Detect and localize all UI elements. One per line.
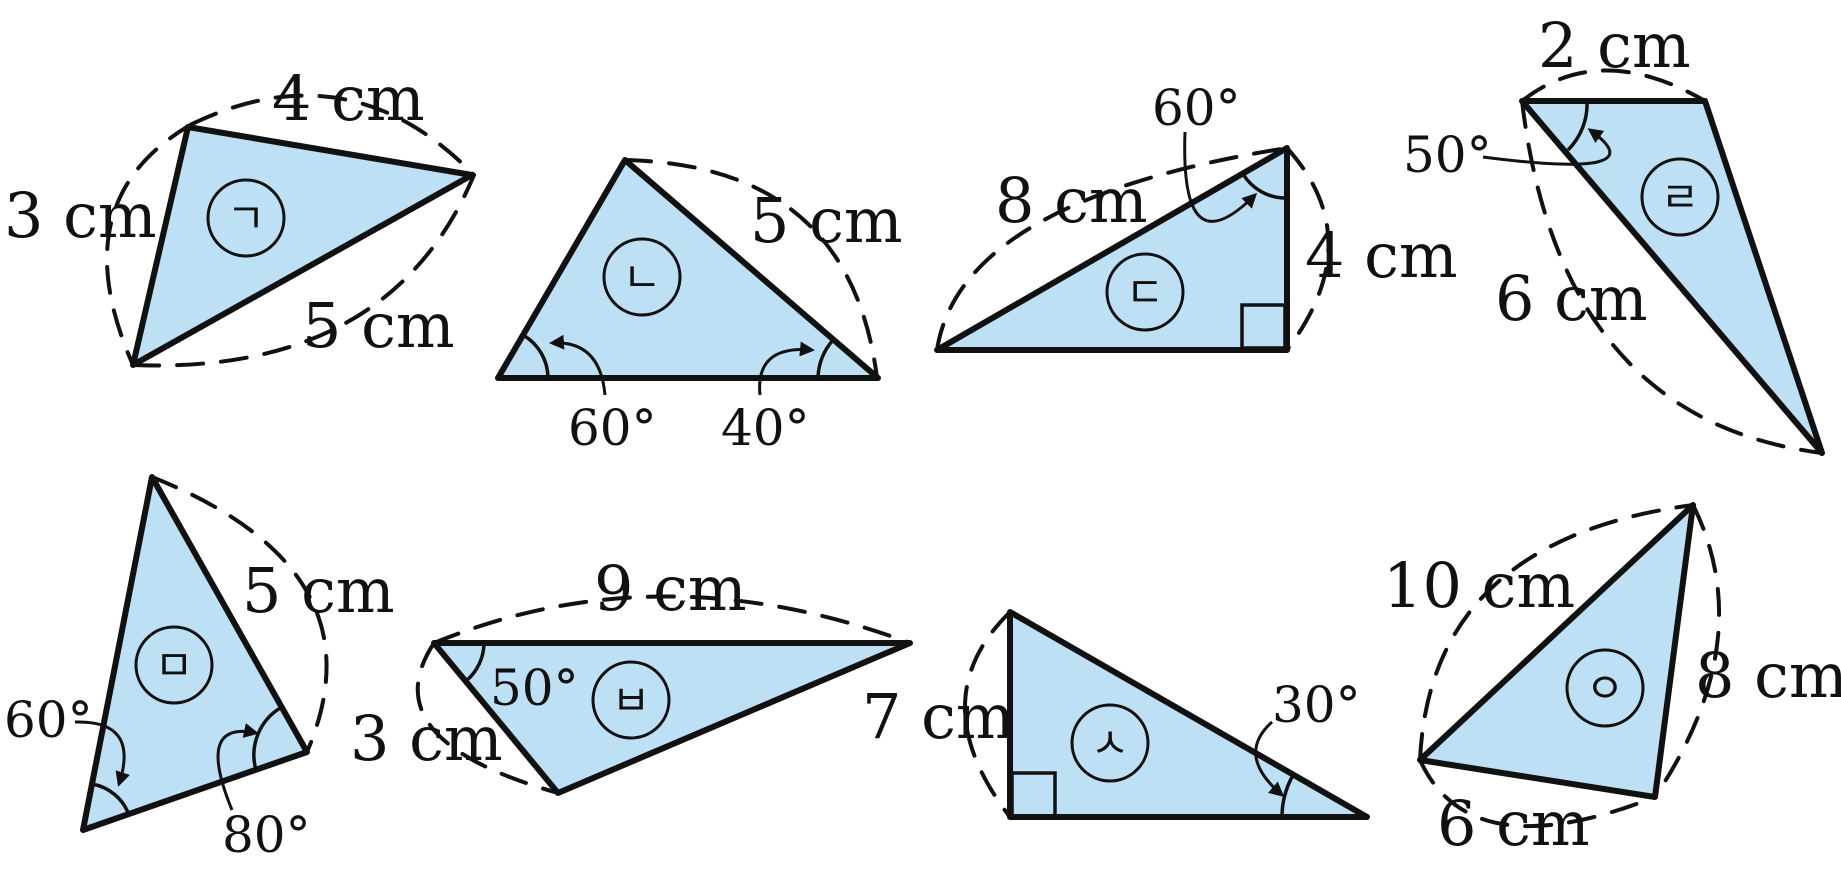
angle-arc bbox=[1241, 173, 1288, 200]
angle-arc-left bbox=[522, 333, 550, 379]
triangle-shape bbox=[934, 145, 1290, 353]
right-angle-mark bbox=[1010, 771, 1057, 818]
side-label-leg: 4 cm bbox=[1305, 219, 1458, 292]
dashed-arc-right bbox=[1653, 503, 1722, 799]
dashed-arc-leg bbox=[1285, 146, 1331, 352]
triangle-shape bbox=[1519, 98, 1825, 456]
side-label-top: 9 cm bbox=[594, 552, 747, 625]
triangle-id-label: ㄴ bbox=[623, 253, 662, 302]
angle-label: 50° bbox=[1403, 126, 1492, 184]
id-circle bbox=[1070, 703, 1150, 783]
triangle-shape bbox=[1007, 609, 1370, 820]
angle-leader bbox=[1183, 131, 1258, 223]
id-circle bbox=[1105, 252, 1185, 332]
side-label-side: 3 cm bbox=[350, 702, 503, 775]
angle-leader-left bbox=[74, 720, 130, 787]
angle-leader-right bbox=[216, 723, 259, 811]
id-circle bbox=[1565, 648, 1645, 728]
id-circle bbox=[206, 178, 286, 258]
dashed-arc-side bbox=[415, 641, 560, 795]
triangle-mieum: ㅁ 5 cm 60° 80° bbox=[4, 474, 395, 864]
angle-label: 30° bbox=[1272, 676, 1361, 734]
side-label-top: 4 cm bbox=[272, 62, 425, 135]
id-circle bbox=[602, 237, 682, 317]
side-label-hypotenuse: 8 cm bbox=[995, 164, 1148, 237]
angle-arc bbox=[1566, 100, 1589, 152]
side-label-right: 5 cm bbox=[750, 184, 903, 257]
id-circle bbox=[1640, 157, 1720, 237]
dashed-arc-leg bbox=[963, 610, 1012, 819]
triangle-rieul: ㄹ 2 cm 6 cm 50° bbox=[1403, 9, 1825, 456]
side-label-side: 6 cm bbox=[1495, 262, 1648, 335]
triangle-id-label: ㅂ bbox=[612, 676, 651, 725]
triangle-shape bbox=[130, 124, 475, 368]
side-label-leg: 7 cm bbox=[862, 680, 1015, 753]
triangle-ieung: ㅇ 10 cm 8 cm 6 cm bbox=[1383, 502, 1841, 860]
angle-label-left: 60° bbox=[568, 399, 657, 457]
dashed-arc-right bbox=[150, 475, 329, 754]
triangle-bieup: ㅂ 9 cm 3 cm 50° bbox=[350, 552, 913, 796]
dashed-arc-bottom bbox=[1418, 758, 1657, 829]
triangle-id-label: ㅇ bbox=[1586, 664, 1625, 713]
angle-leader bbox=[1254, 720, 1285, 797]
dashed-arc-bottom bbox=[131, 173, 476, 368]
triangle-shape bbox=[495, 157, 881, 381]
dashed-arc-top bbox=[190, 93, 476, 177]
angle-label: 60° bbox=[1152, 79, 1241, 137]
triangle-shape bbox=[1417, 502, 1696, 800]
dashed-arc-top bbox=[432, 594, 912, 645]
triangle-shape bbox=[431, 640, 913, 796]
angle-label-left: 60° bbox=[4, 691, 93, 749]
angle-leader bbox=[1482, 128, 1612, 166]
angle-arc-right bbox=[816, 338, 835, 379]
angle-arc bbox=[1280, 776, 1294, 818]
triangle-id-label: ㄱ bbox=[227, 194, 266, 243]
triangle-giyeok: ㄱ 4 cm 3 cm 5 cm bbox=[4, 62, 476, 368]
side-label-bottom: 6 cm bbox=[1437, 787, 1590, 860]
angle-label-right: 40° bbox=[721, 399, 810, 457]
triangle-nieun: ㄴ 5 cm 60° 40° bbox=[495, 157, 903, 457]
triangle-id-label: ㄷ bbox=[1126, 268, 1165, 317]
dashed-arc-left bbox=[105, 122, 194, 367]
triangle-id-label: ㄹ bbox=[1661, 173, 1700, 222]
angle-leader-left bbox=[549, 334, 607, 396]
id-circle bbox=[591, 660, 671, 740]
side-label-hypotenuse: 10 cm bbox=[1383, 549, 1575, 622]
angle-arc bbox=[464, 642, 486, 683]
dashed-arc-hypotenuse bbox=[1418, 503, 1695, 762]
triangle-shape bbox=[80, 474, 310, 833]
triangle-id-label: ㅁ bbox=[155, 641, 194, 690]
id-circle bbox=[134, 625, 214, 705]
side-label-right: 8 cm bbox=[1695, 639, 1841, 712]
right-angle-mark bbox=[1240, 303, 1287, 350]
triangle-siot: ㅅ 7 cm 30° bbox=[862, 609, 1370, 820]
side-label-left: 3 cm bbox=[4, 179, 157, 252]
side-label-right: 5 cm bbox=[242, 554, 395, 627]
dashed-arc-top bbox=[1520, 68, 1707, 103]
angle-arc-left bbox=[91, 782, 131, 816]
angle-label: 50° bbox=[490, 659, 579, 717]
dashed-arc-right bbox=[623, 158, 879, 380]
angle-label-right: 80° bbox=[222, 806, 311, 864]
side-label-top: 2 cm bbox=[1538, 9, 1691, 82]
angle-leader-right bbox=[758, 341, 815, 396]
triangle-digeut: ㄷ 8 cm 4 cm 60° bbox=[934, 79, 1458, 353]
side-label-bottom: 5 cm bbox=[302, 289, 455, 362]
dashed-arc-side bbox=[1520, 99, 1824, 455]
triangle-id-label: ㅅ bbox=[1091, 719, 1130, 768]
